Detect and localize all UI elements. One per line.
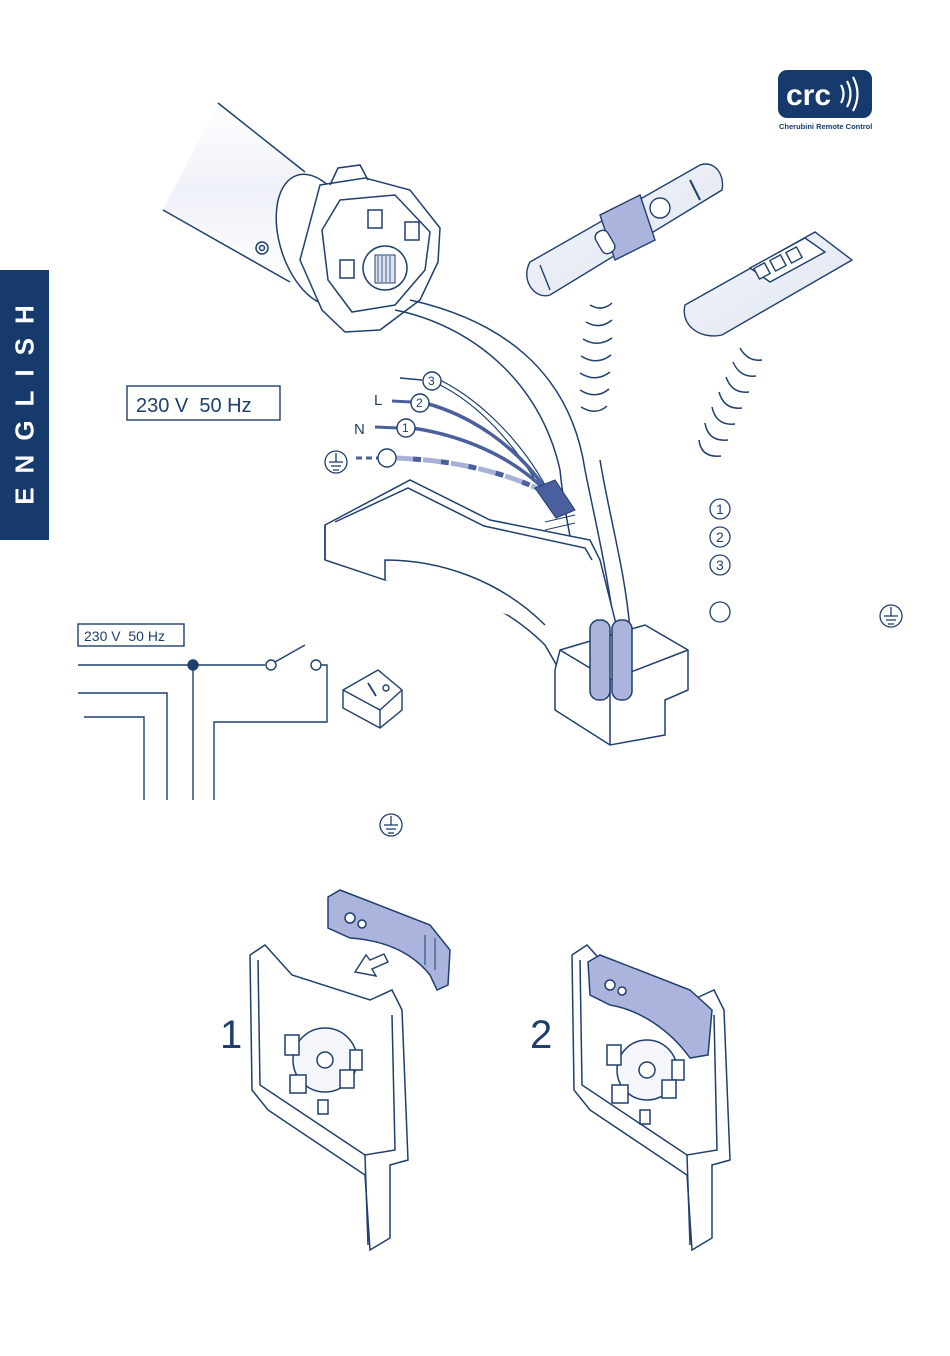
switch-blade [275,645,305,662]
crc-logo-mark: crc [786,79,831,112]
supply-schematic [78,624,327,800]
insert-arrow-icon [355,954,388,976]
wire-legend-numbers: 1 2 3 [716,501,724,573]
ground-icon [880,605,902,627]
motor-tube [163,103,300,280]
crc-logo-caption: Cherubini Remote Control [779,122,872,131]
legend-number-2: 2 [716,529,724,545]
ground-icon [325,451,347,473]
remote-stick-button [650,198,670,218]
step-1-clip [328,890,450,990]
wire-l-label: L [374,392,382,409]
legend-number-3: 3 [716,557,724,573]
legend-number-1: 1 [716,501,724,517]
rocker-switch-icon [343,670,402,728]
wire-2-number: 2 [416,396,423,410]
signal-waves-stick [580,303,612,411]
tubular-motor [163,103,440,332]
wire-n-label: N [354,421,365,438]
cable-sleeve [535,480,575,518]
step-2-bracket [572,945,730,1250]
wire-ground-marker [378,449,396,467]
step-2-number: 2 [530,1013,552,1057]
signal-waves-flat [699,348,762,456]
handheld-remote-stick [527,164,723,296]
legend-marker-ground [710,602,730,622]
step-1-number: 1 [220,1013,242,1057]
crc-logo: crc Cherubini Remote Control [778,70,872,131]
voltage-box: 230 V 50 Hz [127,386,280,420]
handheld-remote-flat [684,232,852,336]
cable-grommet-right [612,620,632,700]
cable-grommet-left [590,620,610,700]
step-1-bracket [250,945,408,1250]
wire-1-number: 1 [402,421,409,435]
wire-3-number: 3 [428,374,435,388]
supply-label: 230 V 50 Hz [84,628,165,644]
ground-icon [380,814,402,836]
voltage-label: 230 V 50 Hz [136,395,252,417]
